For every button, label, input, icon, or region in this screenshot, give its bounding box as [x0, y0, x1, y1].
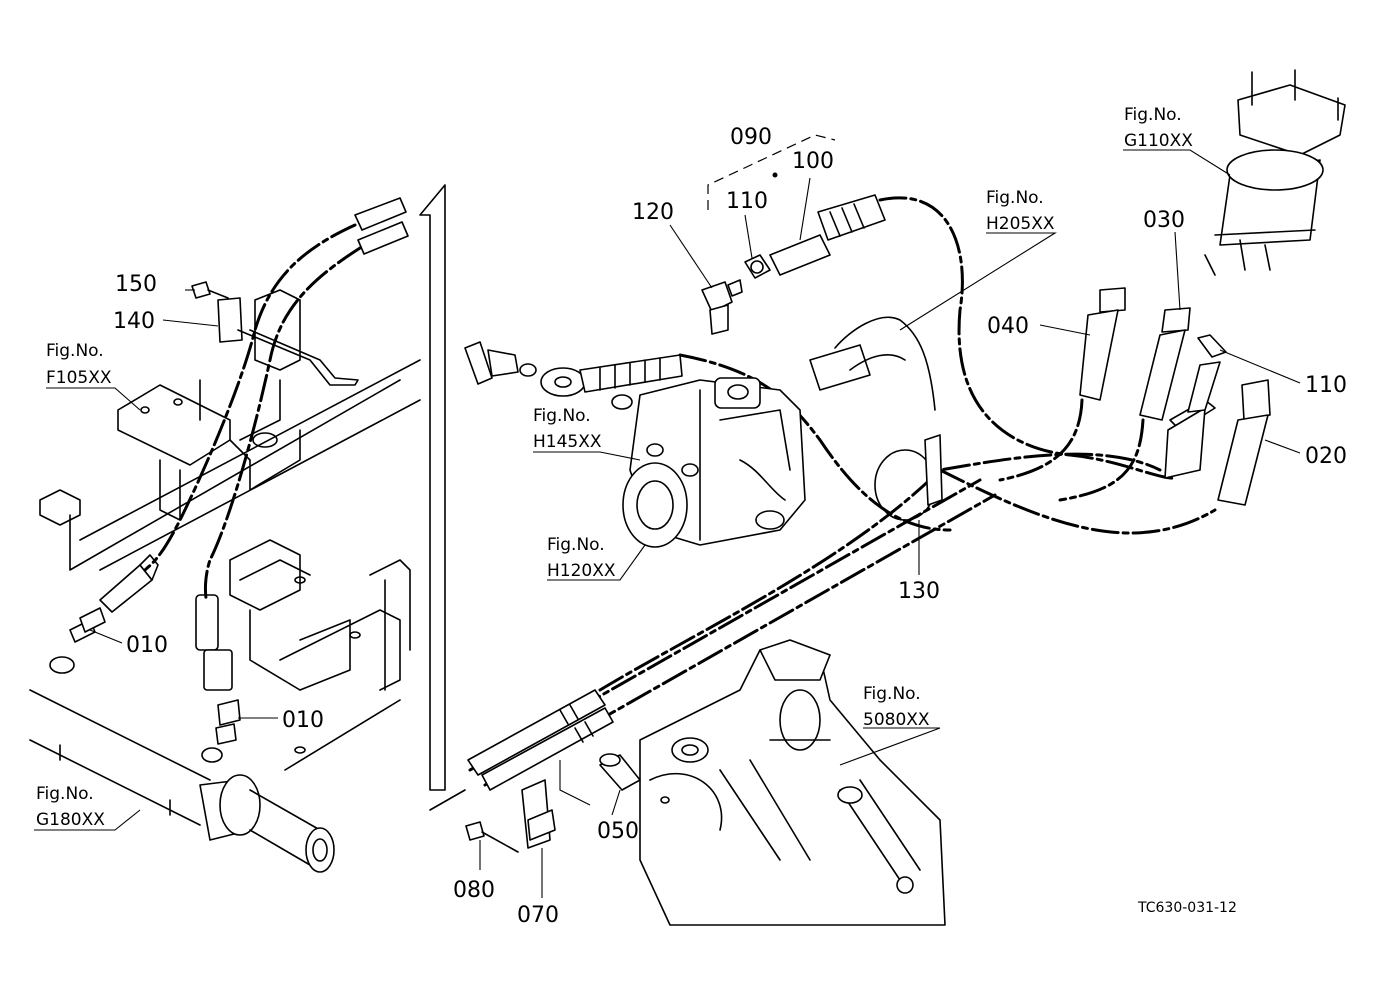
bolt-150	[191, 281, 229, 299]
svg-text:G110XX: G110XX	[1124, 131, 1193, 151]
callout-110-right: 110	[1305, 373, 1347, 398]
svg-text:Fig.No.: Fig.No.	[863, 684, 921, 704]
figref-f105xx: Fig.No. F105XX	[46, 341, 112, 388]
hose-fitting-040	[1079, 287, 1126, 401]
control-valve	[1204, 69, 1346, 276]
hose-fitting-030	[1139, 307, 1191, 421]
callout-110-top: 110	[726, 189, 768, 214]
hose-ends-bottom	[467, 689, 614, 791]
transmission-case	[639, 639, 946, 926]
hose-fitting-020	[1217, 379, 1271, 506]
leader-lines	[34, 149, 1301, 898]
tie-band-130	[874, 434, 943, 521]
boundary-line	[419, 184, 446, 791]
svg-text:F105XX: F105XX	[46, 368, 112, 388]
callout-020: 020	[1305, 444, 1347, 469]
figref-h205xx: Fig.No. H205XX	[986, 188, 1055, 234]
figref-5080xx: Fig.No. 5080XX	[863, 684, 930, 730]
figref-h120xx: Fig.No. H120XX	[547, 535, 616, 581]
suction-hose	[809, 316, 936, 411]
svg-text:Fig.No.: Fig.No.	[986, 188, 1044, 208]
callout-010-center: 010	[282, 708, 324, 733]
bracket-140	[217, 297, 359, 386]
fitting-010-center	[215, 699, 241, 745]
callout-040: 040	[987, 314, 1029, 339]
bolt-080	[465, 821, 519, 853]
svg-text:Fig.No.: Fig.No.	[46, 341, 104, 361]
callout-050: 050	[597, 819, 639, 844]
hydraulic-pump	[622, 377, 806, 548]
group-bracket-090	[707, 134, 836, 210]
clamp-110-top	[744, 254, 771, 279]
figure-references: Fig.No. F105XX Fig.No. G180XX Fig.No. H1…	[36, 105, 1193, 830]
callout-010-left: 010	[126, 633, 168, 658]
cylinder-tube	[29, 656, 335, 873]
banjo-fitting	[464, 341, 683, 410]
svg-text:Fig.No.: Fig.No.	[533, 406, 591, 426]
callout-130: 130	[898, 579, 940, 604]
callout-070: 070	[517, 903, 559, 928]
svg-text:5080XX: 5080XX	[863, 710, 930, 730]
callout-140: 140	[113, 309, 155, 334]
svg-text:Fig.No.: Fig.No.	[547, 535, 605, 555]
hose-end-center	[195, 594, 233, 691]
hose-fitting-100	[769, 194, 886, 276]
frame-assembly	[39, 289, 421, 771]
callout-080: 080	[453, 878, 495, 903]
figref-g110xx: Fig.No. G110XX	[1124, 105, 1193, 151]
figref-h145xx: Fig.No. H145XX	[533, 406, 602, 452]
callout-120: 120	[632, 200, 674, 225]
svg-text:Fig.No.: Fig.No.	[1124, 105, 1182, 125]
svg-text:G180XX: G180XX	[36, 810, 105, 830]
fitting-010-left	[69, 607, 106, 643]
callout-100: 100	[792, 149, 834, 174]
clamp-110-right	[1164, 334, 1227, 479]
clip-070	[521, 779, 556, 849]
figref-g180xx: Fig.No. G180XX	[36, 784, 105, 830]
svg-text:Fig.No.: Fig.No.	[36, 784, 94, 804]
callouts: 150 140 010 010 090 100 110 120 040 030 …	[113, 125, 1347, 928]
callout-090: 090	[730, 125, 772, 150]
callout-150: 150	[115, 272, 157, 297]
svg-text:H120XX: H120XX	[547, 561, 616, 581]
hose-end-top	[354, 197, 409, 255]
hose-end-left	[99, 554, 159, 613]
drawing-id: TC630-031-12	[1137, 900, 1237, 916]
svg-text:H145XX: H145XX	[533, 432, 602, 452]
svg-text:H205XX: H205XX	[986, 214, 1055, 234]
callout-030: 030	[1143, 208, 1185, 233]
collar-050	[599, 753, 641, 791]
elbow-fitting-120	[701, 279, 743, 335]
